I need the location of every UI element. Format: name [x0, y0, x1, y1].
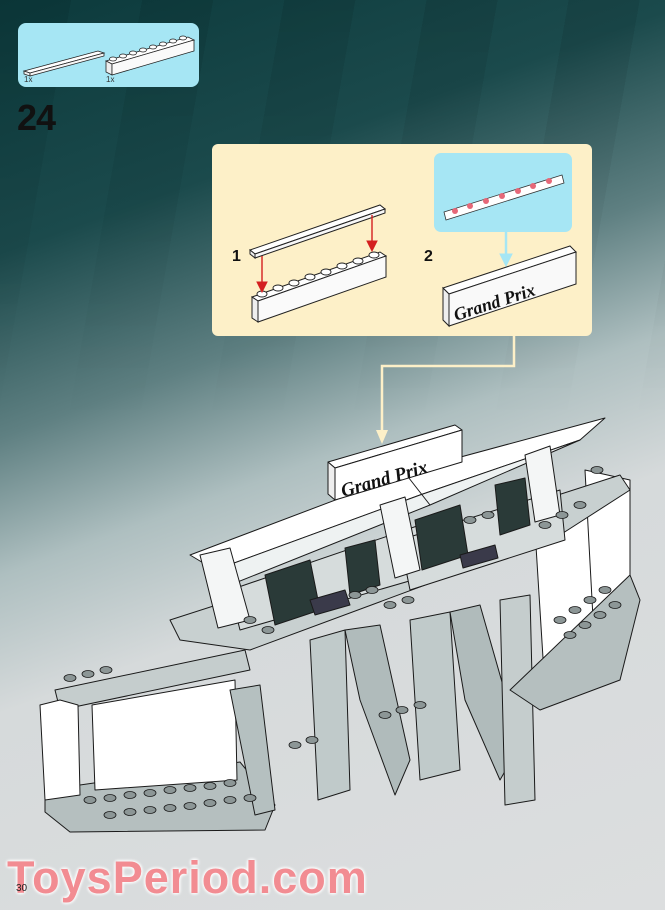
parts-list-illustration [22, 35, 196, 77]
tile-quantity: 1x [24, 75, 33, 84]
blue-arrow-icon [499, 232, 513, 268]
step-number: 24 [17, 97, 56, 138]
tile-1x8-icon [22, 50, 106, 77]
substep-1-label: 1 [232, 248, 241, 265]
parts-list-box: 1x 1x [18, 23, 199, 87]
stud-icons [63, 466, 622, 819]
brick-1x8-icon [104, 35, 196, 76]
red-arrow-icon [256, 215, 378, 294]
watermark-text: ToysPeriod.com [7, 852, 368, 903]
substep-2-label: 2 [424, 248, 433, 265]
sticker-flag-icons [452, 178, 552, 214]
page-number: 30 [16, 883, 28, 894]
sticker-callout [434, 153, 572, 232]
brick-quantity: 1x [106, 75, 115, 84]
